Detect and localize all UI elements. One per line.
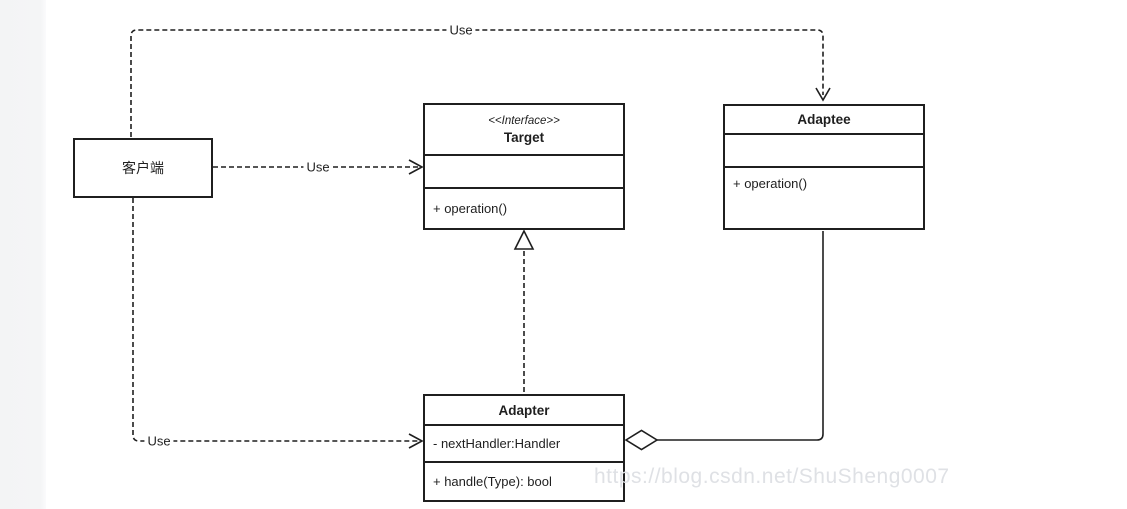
target-method: + operation() [425, 187, 623, 228]
target-header: <<Interface>> Target [425, 105, 623, 154]
use-label-top: Use [446, 22, 476, 38]
use-dependency-mid-arrowhead-icon [408, 159, 424, 175]
class-name-adaptee: Adaptee [797, 112, 851, 127]
adapter-attribute: - nextHandler:Handler [425, 424, 623, 461]
class-name-adapter: Adapter [498, 402, 550, 418]
adaptee-attributes-empty [725, 133, 923, 166]
class-box-adapter: Adapter - nextHandler:Handler + handle(T… [423, 394, 625, 502]
class-name-client: 客户端 [122, 160, 164, 176]
adaptee-header: Adaptee [725, 106, 923, 133]
use-dependency-bottom-line [132, 198, 419, 442]
class-box-client: 客户端 [73, 138, 213, 198]
adapter-method: + handle(Type): bool [425, 461, 623, 500]
adapter-header: Adapter [425, 396, 623, 424]
adaptee-method: + operation() [725, 166, 923, 228]
use-dependency-top-arrowhead-icon [815, 87, 831, 102]
aggregation-line [657, 231, 824, 441]
page-gutter [0, 0, 47, 509]
use-dependency-bottom-arrowhead-icon [408, 433, 424, 449]
class-box-adaptee: Adaptee + operation() [723, 104, 925, 230]
class-name-target: Target [503, 129, 545, 145]
class-box-target: <<Interface>> Target + operation() [423, 103, 625, 230]
use-label-bottom: Use [144, 433, 174, 449]
watermark-text: https://blog.csdn.net/ShuSheng0007 [594, 465, 950, 488]
realization-triangle-icon [513, 229, 535, 250]
target-attributes-empty [425, 154, 623, 187]
target-stereotype: <<Interface>> [488, 114, 560, 127]
use-label-mid: Use [303, 159, 333, 175]
aggregation-diamond-icon [624, 429, 659, 451]
